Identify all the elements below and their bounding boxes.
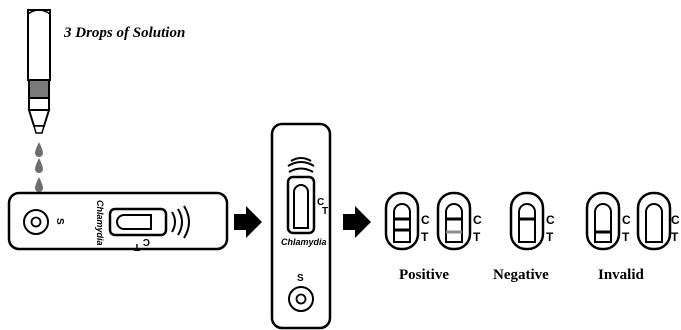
window-t-label: T [322,206,328,217]
brand-label: Chlamydia [95,200,105,246]
window-t-label: T [546,230,554,244]
dropper-tip-end [33,125,45,134]
result-negative: C T [509,191,555,251]
result-window-slot [645,203,663,243]
negative-caption: Negative [493,267,549,283]
dropper-tube-top [27,9,51,15]
result-positive-faint: C T [436,191,482,251]
vertical-cassette: C T Chlamydia S [270,122,332,330]
dropper-solution-band [28,79,50,99]
arrow-right-icon [234,206,262,238]
window-c-label: C [143,236,150,247]
result-window-slot [393,203,411,243]
droplet [35,158,43,173]
result-window-slot [594,203,612,243]
positive-caption: Positive [399,267,449,283]
dropper-tip [27,109,51,127]
window-t-label: T [134,241,140,252]
window-c-label: C [546,213,555,227]
result-positive-strong: C T [384,191,430,251]
window-c-label: C [421,213,430,227]
window-c-label: C [671,213,680,227]
sample-well-inner [30,216,42,228]
window-c-label: C [473,213,482,227]
droplets [35,142,43,192]
window-t-label: T [473,230,481,244]
arrow-right-icon [343,206,371,238]
dropper [27,9,51,134]
result-invalid-t-only: C T [585,191,631,251]
sample-label: S [297,273,304,284]
result-window-slot [293,184,309,229]
instruction-text: 3 Drops of Solution [63,25,185,41]
result-window-slot [518,203,536,243]
droplet [35,142,43,157]
dropper-tube [27,9,51,81]
horizontal-cassette: S Chlamydia C T [7,191,229,252]
grip-arcs [287,157,315,173]
grip-arcs [171,205,190,239]
droplet [35,177,43,192]
brand-label: Chlamydia [281,237,327,247]
result-window-slot [445,203,463,243]
window-t-label: T [671,230,679,244]
window-c-label: C [622,213,631,227]
dropper-neck [28,97,50,111]
result-invalid-blank: C T [636,191,680,251]
window-t-label: T [421,230,429,244]
window-c-label: C [317,197,324,208]
sample-well-inner [295,293,307,305]
sample-label: S [54,218,65,225]
invalid-caption: Invalid [598,267,645,283]
window-t-label: T [622,230,630,244]
result-window-slot [116,214,152,230]
